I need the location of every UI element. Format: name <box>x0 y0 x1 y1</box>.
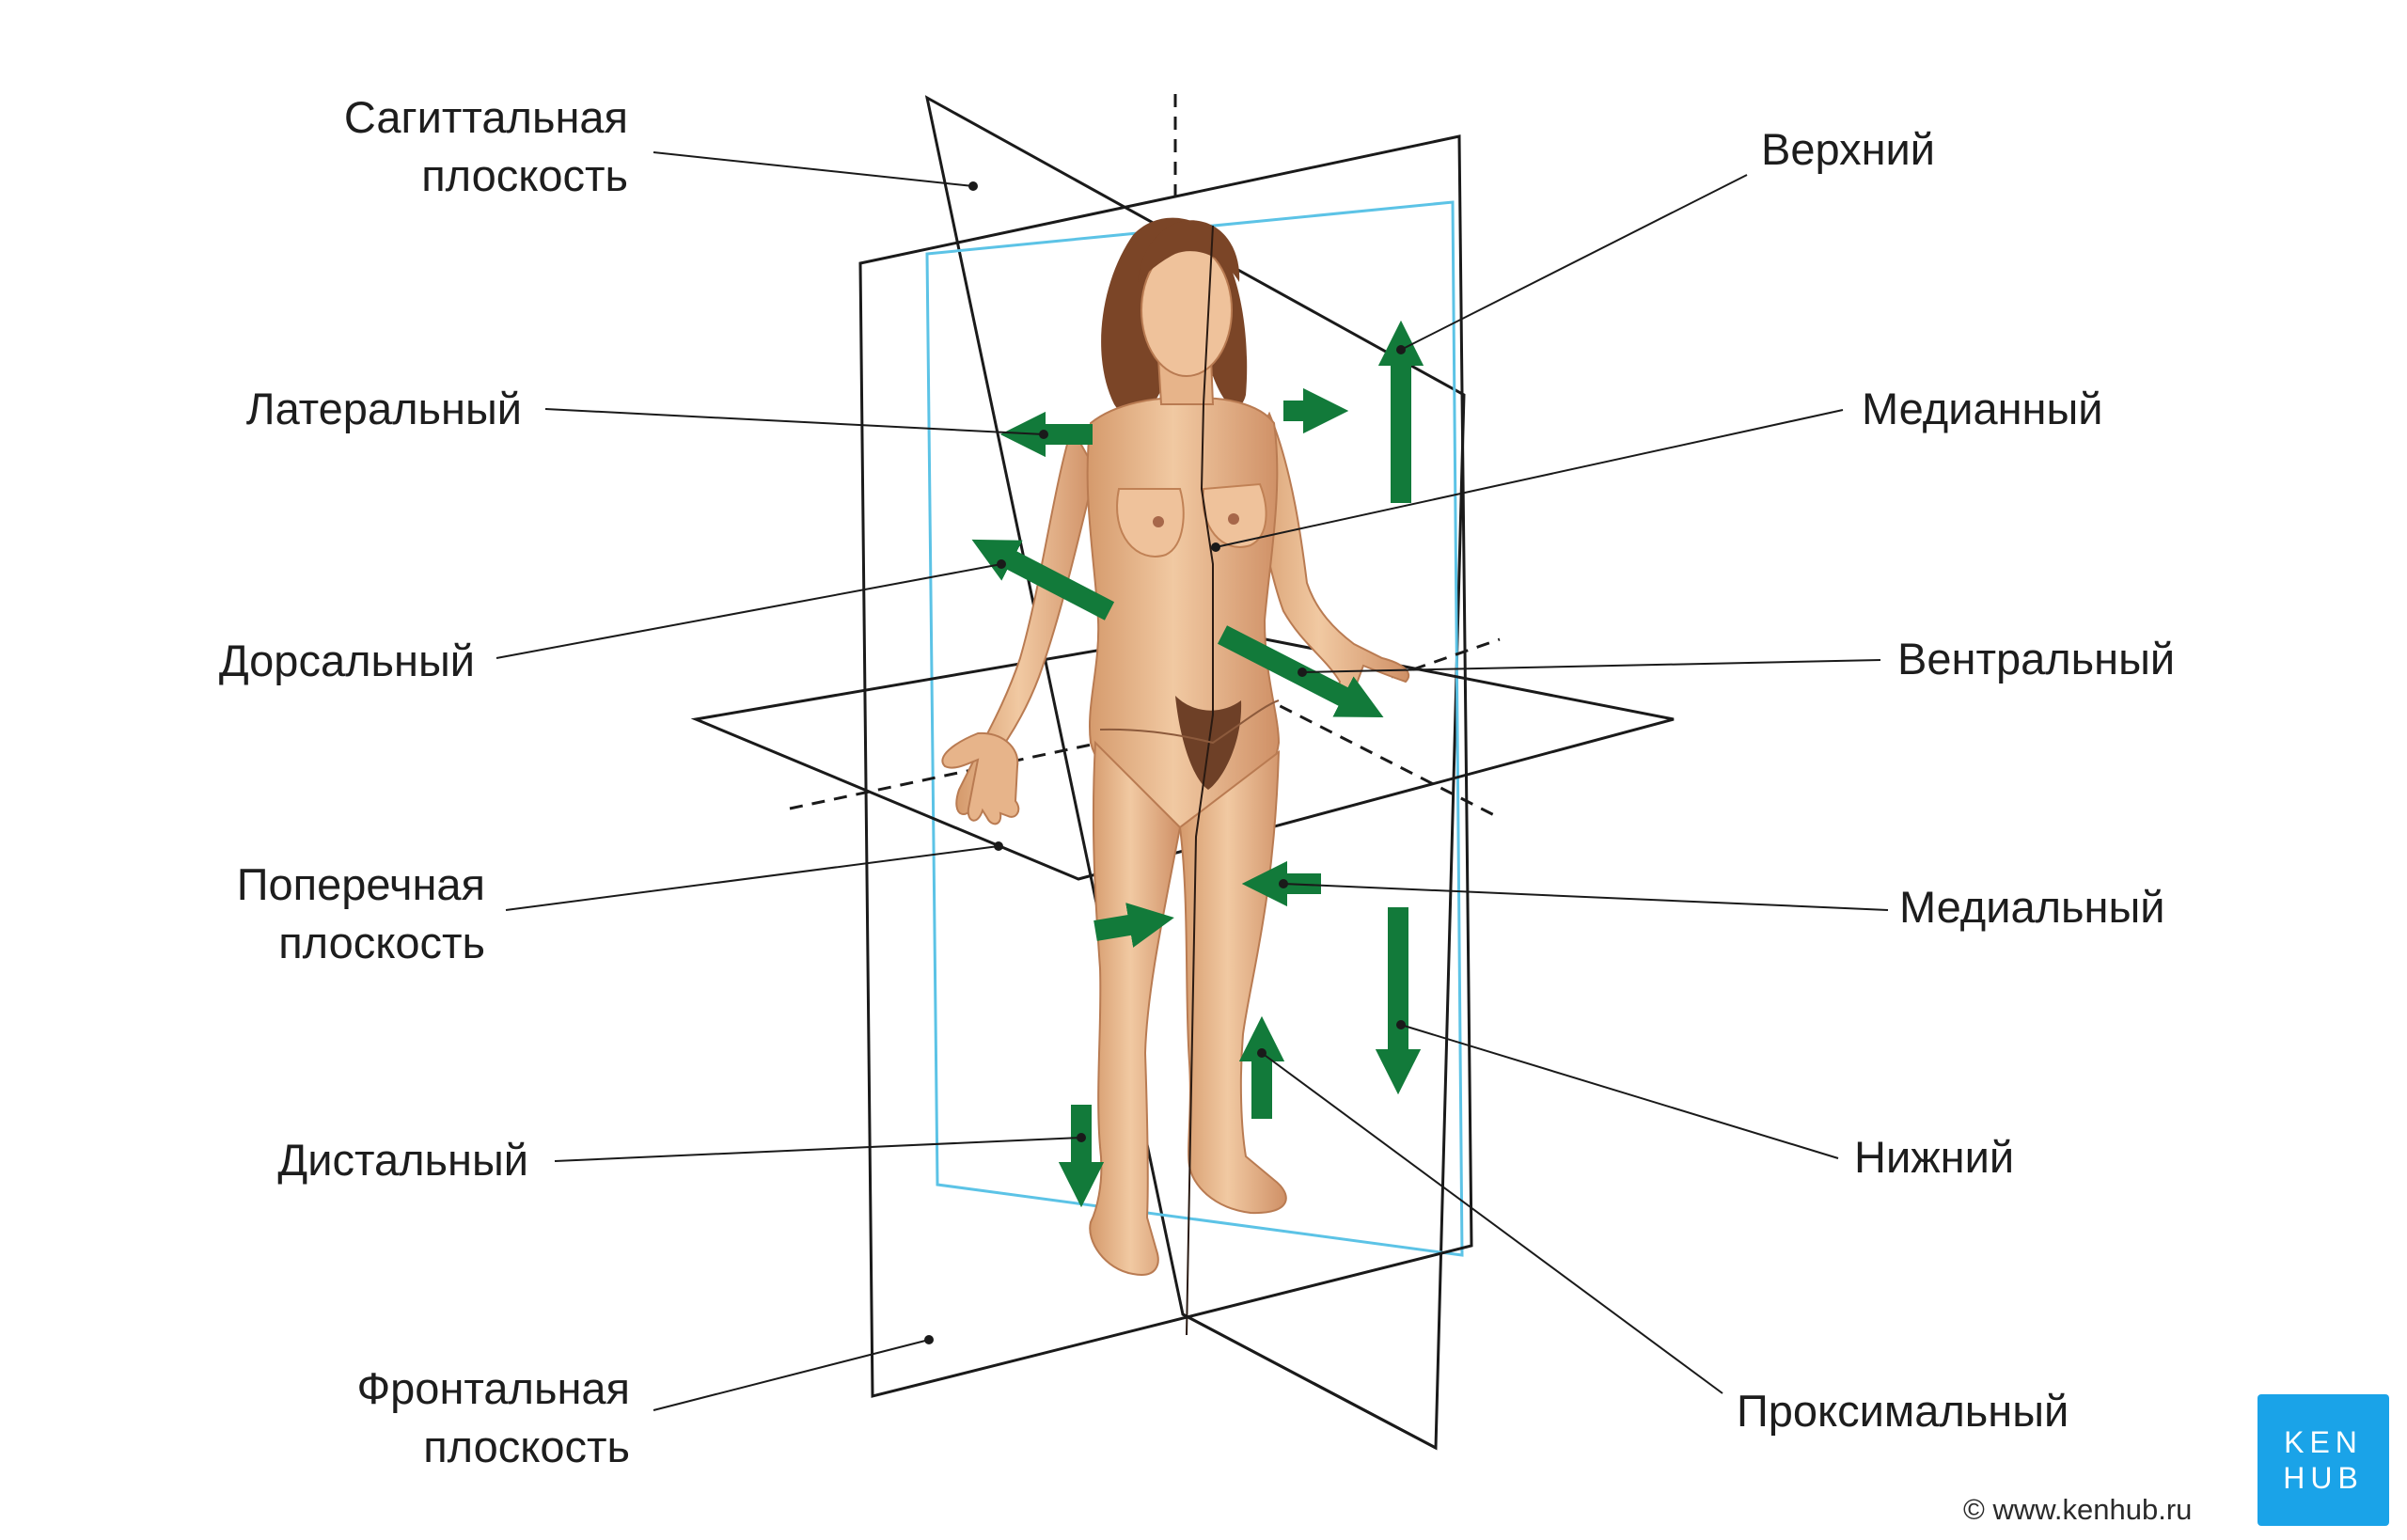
leader-lines <box>496 151 1889 1411</box>
label-medial: Медиальный <box>1899 882 2165 932</box>
transverse-axis-right <box>1259 694 1501 820</box>
logo-line-2: HUB <box>2283 1461 2364 1495</box>
label-sagittal-plane: Сагиттальная плоскость <box>343 92 628 200</box>
label-median: Медианный <box>1862 384 2103 433</box>
transverse-axis-left <box>789 741 1101 810</box>
frontal-plane <box>858 134 1473 1398</box>
label-proximal: Проксимальный <box>1737 1386 2069 1436</box>
arrow-dorsal <box>971 539 1115 621</box>
human-figure <box>941 217 1410 1336</box>
label-lateral: Латеральный <box>245 384 522 433</box>
transverse-axis-right-top <box>1391 637 1501 679</box>
copyright-text: © www.kenhub.ru <box>1963 1493 2193 1526</box>
label-superior: Верхний <box>1761 124 1936 174</box>
direction-arrows <box>971 320 1424 1208</box>
logo-line-1: KEN <box>2284 1425 2363 1459</box>
arrow-medial-left <box>1093 903 1174 948</box>
label-transverse-plane: Поперечная плоскость <box>236 859 485 967</box>
kenhub-logo[interactable]: KEN HUB <box>2258 1394 2389 1526</box>
frontal-plane-inner-edge <box>925 200 1464 1257</box>
label-distal: Дистальный <box>277 1135 528 1185</box>
label-ventral: Вентральный <box>1897 634 2176 684</box>
label-dorsal: Дорсальный <box>218 636 475 685</box>
leader-dots <box>924 181 1406 1344</box>
arrow-ventral <box>1217 625 1384 718</box>
label-frontal-plane: Фронтальная плоскость <box>356 1363 630 1471</box>
label-inferior: Нижний <box>1854 1132 2015 1182</box>
sagittal-plane-front-edge <box>1182 1312 1437 1450</box>
